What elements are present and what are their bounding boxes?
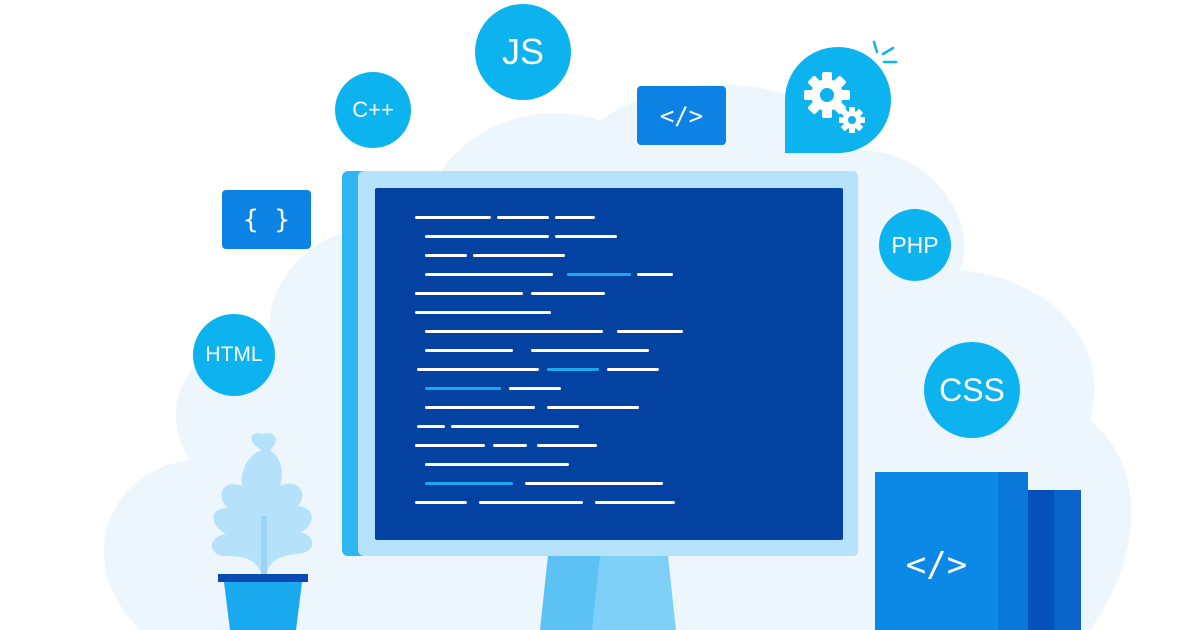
code-line [497,216,549,219]
sparkle-icon [872,40,898,64]
code-line [595,501,675,504]
code-line [415,501,467,504]
code-line [537,444,597,447]
code-line [425,349,513,352]
code-line [525,482,663,485]
code-tag-label: </> [659,101,704,130]
code-line [493,444,527,447]
braces-tag-label: { } [243,204,290,235]
gears-bubble [785,47,891,153]
html-bubble-label: HTML [205,343,263,366]
code-line [415,311,551,314]
css-bubble-label: CSS [939,371,1005,408]
css-bubble: CSS [924,342,1020,438]
code-line [547,406,639,409]
code-line [425,463,569,466]
braces-tag: { } [222,190,311,249]
code-line [473,254,565,257]
js-bubble-label: JS [501,31,544,72]
code-line [451,425,579,428]
code-line [425,330,603,333]
code-line [637,273,673,276]
gears-icon [804,72,865,133]
code-line [417,368,539,371]
code-line [425,406,535,409]
php-bubble: PHP [879,209,951,281]
code-line-accent [425,482,513,485]
code-line [531,292,605,295]
code-tag: </> [637,86,726,145]
plant-icon [211,433,313,630]
book-back-spine [1028,490,1054,630]
code-line [425,254,467,257]
code-line [415,216,491,219]
code-line-accent [425,387,501,390]
monitor-screen [375,188,843,540]
plant-stem [261,516,267,578]
book-spine [998,472,1028,630]
code-line [531,349,649,352]
book-code-tag-label: </> [905,545,968,585]
code-line [425,273,553,276]
book-code-tag: </> [875,530,998,600]
monitor-stand-shadow [540,556,600,630]
code-line [555,235,617,238]
js-bubble: JS [475,4,571,100]
code-line [415,444,485,447]
html-bubble: HTML [193,314,275,396]
pot-rim [218,574,308,582]
plant-leaves [211,433,313,576]
pot-icon [224,582,302,630]
code-line [607,368,659,371]
gear-small-icon [839,107,865,133]
code-lines [375,188,843,540]
code-line [425,235,549,238]
code-line [479,501,583,504]
code-line [415,292,523,295]
code-line [555,216,595,219]
cpp-bubble-label: C++ [352,97,394,122]
code-line [509,387,561,390]
php-bubble-label: PHP [891,231,939,258]
code-line [617,330,683,333]
code-line [417,425,445,428]
code-line-accent [547,368,599,371]
cpp-bubble: C++ [335,72,411,148]
code-line-accent [567,273,631,276]
